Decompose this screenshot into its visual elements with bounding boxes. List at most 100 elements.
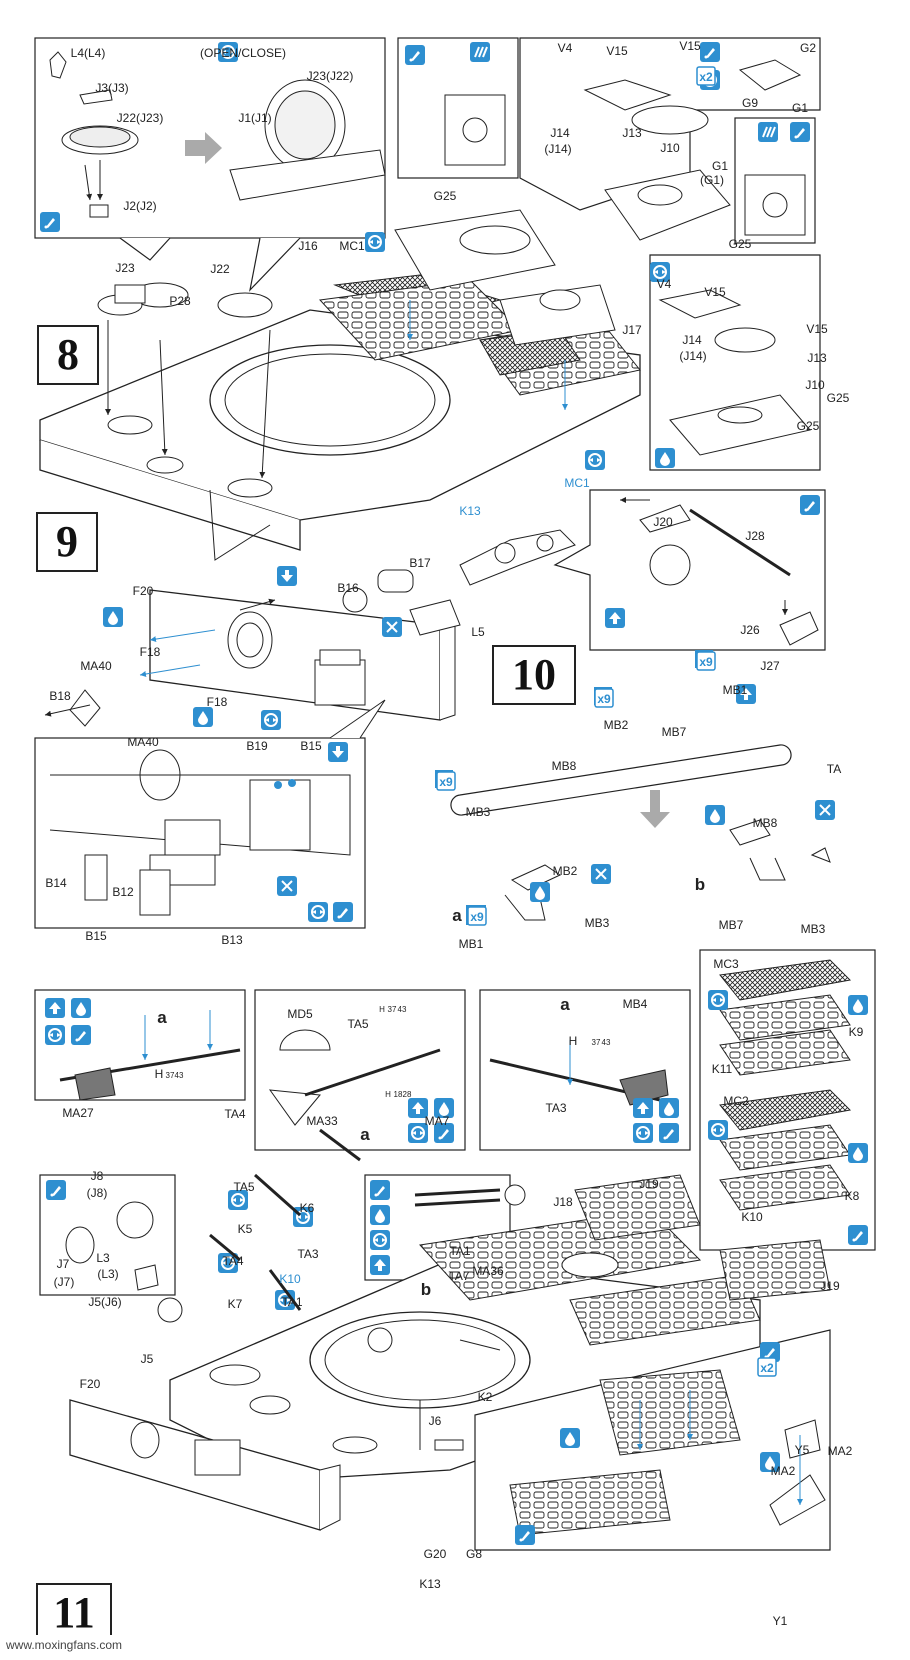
quantity-badge-0: x2 (699, 70, 713, 84)
part-label-s9-2: J26 (740, 623, 760, 637)
part-label-s8-8: P28 (169, 294, 191, 308)
part-label-s10-6: MB8 (753, 816, 778, 830)
part-label-s11-36: J5 (141, 1352, 154, 1366)
part-label-s11-30: (J8) (87, 1186, 108, 1200)
part-label-s11-56: G8 (466, 1547, 482, 1561)
part-label-s9-3: J27 (760, 659, 780, 673)
part-label-s8-12: G25 (434, 189, 457, 203)
part-label-s11-31: L3 (96, 1251, 110, 1265)
part-label-s11-4: MA27 (62, 1106, 94, 1120)
part-label-s11-46: TA7 (448, 1269, 469, 1283)
part-label-s11-21: 43 (602, 1038, 611, 1047)
part-label-s8-16: G2 (800, 41, 816, 55)
step-number-10: 10 (492, 645, 576, 705)
quantity-badge-3: x9 (439, 775, 453, 789)
part-label-s11-19: H (569, 1034, 578, 1048)
part-label-s9-4: B17 (409, 556, 431, 570)
part-label-s11-12: 18 (394, 1090, 403, 1099)
step-number-8: 8 (37, 325, 99, 385)
part-label-s9-7: MA40 (80, 659, 112, 673)
part-label-s11-2: 37 (166, 1071, 175, 1080)
part-labels: L4(L4)J3(J3)J22(J23)J2(J2)(OPEN/CLOSE)J2… (45, 39, 863, 1628)
part-label-s8-13: V4 (558, 41, 573, 55)
part-label-s9-18: B15 (85, 929, 107, 943)
part-label-s11-42: K7 (228, 1297, 243, 1311)
part-label-s8-17: G9 (742, 96, 758, 110)
quantity-badge-1: x9 (597, 692, 611, 706)
part-label-s11-22: TA3 (545, 1101, 566, 1115)
part-label-s9-9: B18 (49, 689, 71, 703)
part-label-s11-0: a (157, 1008, 167, 1027)
part-label-s11-38: K5 (238, 1222, 253, 1236)
part-label-s11-61: Y1 (773, 1614, 788, 1628)
part-label-s8-18: G1 (792, 101, 808, 115)
part-label-s11-45: TA1 (449, 1244, 470, 1258)
part-label-s11-51: J19 (820, 1279, 840, 1293)
part-label-s8-4: (OPEN/CLOSE) (200, 46, 286, 60)
step9-group (34, 489, 826, 929)
quantity-badge-5: x2 (760, 1361, 774, 1375)
part-label-s11-10: 43 (398, 1005, 407, 1014)
part-label-s8-0: L4(L4) (71, 46, 106, 60)
quantity-badge-2: x9 (699, 655, 713, 669)
part-label-s8-26: G25 (827, 391, 850, 405)
part-label-s8-36: MC1 (564, 476, 590, 490)
part-label-s8-5: J23(J22) (307, 69, 354, 83)
quantity-badge-box-2 (696, 651, 716, 671)
part-label-s9-16: B12 (112, 885, 134, 899)
part-label-s11-32: (L3) (97, 1267, 118, 1281)
part-label-s10-13: MB3 (801, 922, 826, 936)
part-label-s9-1: J28 (745, 529, 765, 543)
part-label-s11-15: MA33 (306, 1114, 338, 1128)
part-label-s11-52: K2 (478, 1390, 493, 1404)
part-label-s9-17: B13 (221, 933, 243, 947)
part-label-s11-29: J8 (91, 1169, 104, 1183)
part-label-s11-11: H (385, 1090, 391, 1099)
part-label-s11-50: J19 (639, 1177, 659, 1191)
part-label-s8-32: J13 (807, 351, 827, 365)
site-footer[interactable]: www.moxingfans.com (0, 1635, 129, 1655)
part-label-s11-8: H (379, 1005, 385, 1014)
part-label-s11-47: MA36 (472, 1264, 504, 1278)
part-label-s11-27: K8 (845, 1189, 860, 1203)
part-label-s10-11: b (695, 875, 705, 894)
part-label-s9-14: B15 (300, 739, 322, 753)
step8-group (34, 37, 821, 561)
part-label-s8-27: V4 (657, 277, 672, 291)
part-label-s11-44: TA1 (281, 1295, 302, 1309)
part-label-s11-55: G20 (424, 1547, 447, 1561)
step-number-9: 9 (36, 512, 98, 572)
part-label-s9-6: F20 (133, 584, 154, 598)
part-label-s11-25: K11 (712, 1062, 733, 1076)
part-label-s8-23: G1 (712, 159, 728, 173)
part-label-s11-26: MC2 (723, 1094, 749, 1108)
part-label-s11-3: 43 (175, 1071, 184, 1080)
part-label-s11-23: MC3 (713, 957, 739, 971)
part-label-s11-39: TA3 (297, 1247, 318, 1261)
part-label-s11-5: TA4 (224, 1107, 245, 1121)
part-label-s11-40: K6 (300, 1201, 315, 1215)
part-label-s11-16: a (360, 1125, 370, 1144)
part-label-s8-37: K13 (459, 504, 481, 518)
quantity-badge-box-4 (467, 906, 487, 926)
part-label-s11-24: K9 (849, 1025, 864, 1039)
part-label-s11-48: b (421, 1280, 431, 1299)
part-label-s8-11: MC1 (339, 239, 365, 253)
part-label-s11-17: a (560, 995, 570, 1014)
part-label-s8-31: (J14) (679, 349, 706, 363)
part-label-s9-11: MA40 (127, 735, 159, 749)
part-label-s8-1: J3(J3) (95, 81, 128, 95)
part-label-s11-6: MD5 (287, 1007, 313, 1021)
part-label-s10-4: MB3 (466, 805, 491, 819)
part-label-s11-58: MA2 (771, 1464, 796, 1478)
part-label-s8-15: V15 (679, 39, 701, 53)
part-label-s10-0: MB1 (723, 683, 748, 697)
part-label-s8-6: J1(J1) (238, 111, 271, 125)
quantity-badge-box-3 (436, 771, 456, 791)
part-label-s11-43: K10 (279, 1272, 301, 1286)
part-label-s10-1: MB7 (662, 725, 687, 739)
part-label-s11-53: J6 (429, 1414, 442, 1428)
quantity-badge-4: x9 (470, 910, 484, 924)
part-label-s11-60: MA2 (828, 1444, 853, 1458)
